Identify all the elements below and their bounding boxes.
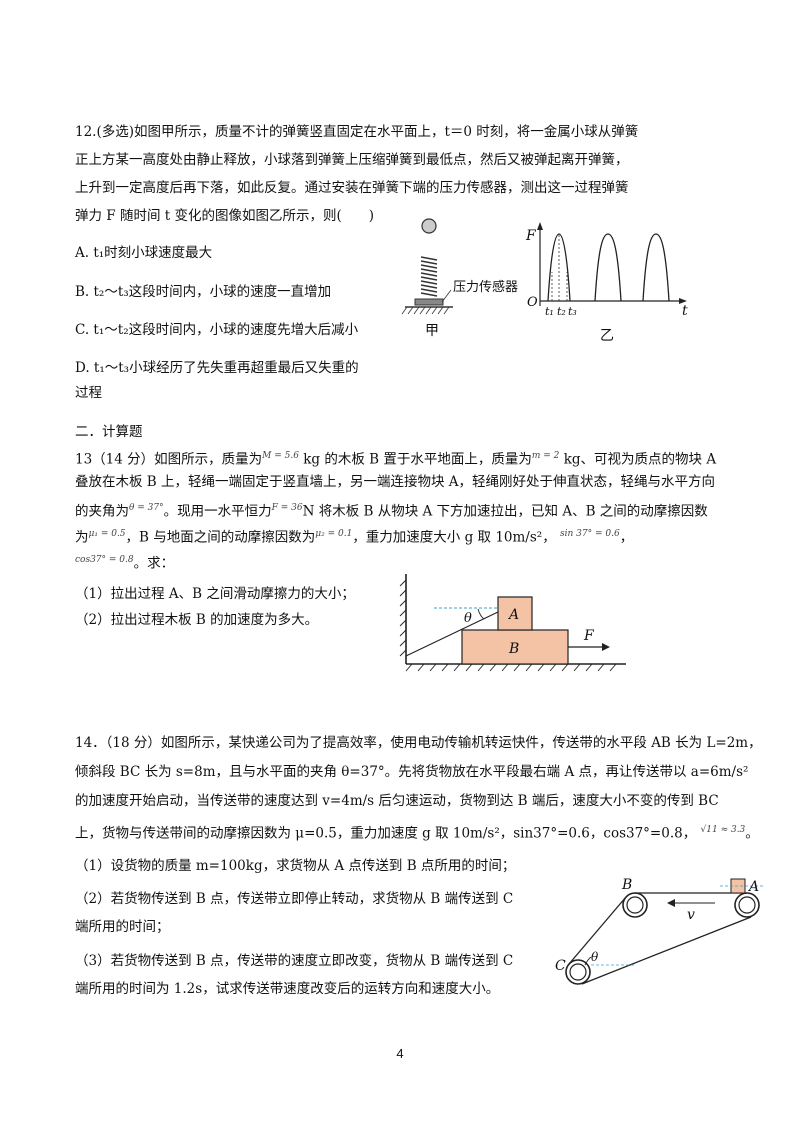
- fig-jia-caption: 甲: [425, 323, 439, 339]
- formula-mu2: μ₂ = 0.1: [315, 529, 353, 539]
- q13-text: 为: [75, 529, 89, 546]
- q13-line-5: cos37° = 0.8。求：: [75, 550, 174, 574]
- formula-m-small: m = 2: [531, 451, 560, 461]
- force-label: F: [583, 628, 595, 644]
- tick-t2: t₂: [557, 305, 566, 318]
- q13-sub-1: （1）拉出过程 A、B 之间滑动摩擦力的大小；: [75, 586, 355, 602]
- label-c: C: [555, 958, 566, 974]
- q14-sub-3b: 端所用的时间为 1.2s，试求传送带速度改变后的运转方向和速度大小。: [75, 981, 500, 997]
- label-b: B: [621, 877, 632, 893]
- q12-line-4: 弹力 F 随时间 t 变化的图像如图乙所示，则( ): [75, 208, 374, 224]
- q12-option-a: A. t₁时刻小球速度最大: [75, 245, 213, 261]
- rope: [405, 611, 499, 657]
- formula-mu1: μ₁ = 0.5: [88, 529, 126, 539]
- q13-text: N 将木板 B 从物块 A 下方加速拉出，已知 A、B 之间的动摩擦因数: [302, 503, 708, 520]
- section-title: 二．计算题: [75, 424, 143, 440]
- q13-text: 的夹角为: [75, 503, 129, 520]
- x-axis-label: t: [682, 303, 688, 319]
- board-block-figure: θ A B F: [399, 574, 626, 672]
- formula-m-big: M = 5.6: [262, 451, 299, 461]
- conveyor-figure: B A v C θ: [555, 877, 765, 985]
- belt-bottom: [581, 916, 752, 985]
- q14-line-4: 上，货物与传送带间的动摩擦因数为 μ=0.5，重力加速度 g 取 10m/s²，…: [75, 820, 759, 844]
- q13-line-4: 为μ₁ = 0.5，B 与地面之间的动摩擦因数为μ₂ = 0.1，重力加速度大小…: [75, 524, 633, 548]
- page-number: 4: [396, 1046, 404, 1061]
- q14-text: 。: [745, 825, 759, 842]
- label-a: A: [507, 607, 519, 623]
- q13-text: kg 的木板 B 置于水平地面上，质量为: [303, 451, 532, 468]
- q14-sub-3a: （3）若货物传送到 B 点，传送带的速度立即改变，货物从 B 端传送到 C: [75, 953, 514, 969]
- q13-text: ，B 与地面之间的动摩擦因数为: [125, 529, 316, 546]
- force-time-graph: F t O t₁ t₂ t₃ 乙: [525, 222, 688, 344]
- label-v: v: [687, 907, 695, 923]
- origin-label: O: [527, 295, 538, 310]
- q14-sub-1: （1）设货物的质量 m=100kg，求货物从 A 点传送到 B 点所用的时间；: [75, 858, 516, 874]
- q14-sub-2a: （2）若货物传送到 B 点，传送带立即停止转动，求货物从 B 端传送到 C: [75, 891, 514, 907]
- tick-t3: t₃: [568, 305, 577, 318]
- spring-figure: 压力传感器 甲: [401, 218, 518, 339]
- formula-sin: sin 37° = 0.6: [560, 529, 620, 539]
- formula-sqrt: √11 ≈ 3.3: [700, 825, 746, 835]
- label-theta: θ: [591, 950, 599, 964]
- q13-text: ，: [619, 529, 634, 546]
- formula-theta: θ = 37°: [129, 503, 164, 513]
- block-a: [497, 596, 533, 631]
- angle-label: θ: [464, 611, 472, 626]
- q12-line-2: 正上方某一高度处由静止释放，小球落到弹簧上压缩弹簧到最低点，然后又被弹起离开弹簧…: [75, 152, 629, 168]
- q14-sub-2b: 端所用的时间；: [75, 919, 170, 935]
- q12-option-d: D. t₁～t₃小球经历了先失重再超重最后又失重的: [75, 360, 359, 376]
- q14-text: 上，货物与传送带间的动摩擦因数为 μ=0.5，重力加速度 g 取 10m/s²，…: [75, 825, 697, 842]
- q12-option-b: B. t₂～t₃这段时间内，小球的速度一直增加: [75, 284, 332, 300]
- q13-text: ，重力加速度大小 g 取 10m/s²，: [352, 529, 556, 546]
- tick-t1: t₁: [545, 305, 554, 318]
- q12-line-1: 12.(多选)如图甲所示，质量不计的弹簧竖直固定在水平面上，t＝0 时刻，将一金…: [75, 124, 639, 140]
- q12-option-c: C. t₁～t₂这段时间内，小球的速度先增大后减小: [75, 322, 359, 338]
- q14-line-3: 的加速度开始启动，当传送带的速度达到 v=4m/s 后匀速运动，货物到达 B 端…: [75, 793, 719, 809]
- formula-f: F = 36: [271, 503, 303, 513]
- q12-option-d-cont: 过程: [75, 385, 102, 401]
- sensor-label: 压力传感器: [453, 279, 518, 295]
- fig-yi-caption: 乙: [600, 328, 614, 344]
- belt-bc: [568, 896, 627, 965]
- ball: [421, 218, 437, 234]
- q13-text: 。现用一水平恒力: [163, 503, 272, 520]
- q13-sub-2: （2）拉出过程木板 B 的加速度为多大。: [75, 612, 319, 628]
- pressure-sensor: [414, 298, 444, 306]
- q13-line-2: 叠放在木板 B 上，轻绳一端固定于竖直墙上，另一端连接物块 A，轻绳刚好处于伸直…: [75, 474, 716, 490]
- q14-line-1: 14．（18 分）如图所示，某快递公司为了提高效率，使用电动传输机转运快件，传送…: [75, 735, 762, 751]
- formula-cos: cos37° = 0.8: [75, 555, 134, 565]
- spring: [420, 256, 438, 297]
- q13-text: kg、可视为质点的物块 A: [563, 451, 717, 468]
- q13-line-3: 的夹角为θ = 37°。现用一水平恒力F = 36N 将木板 B 从物块 A 下…: [75, 498, 708, 522]
- y-axis-label: F: [525, 228, 537, 244]
- q13-text: 。求：: [133, 555, 175, 572]
- q13-line-1: 13（14 分）如图所示，质量为M = 5.6 kg 的木板 B 置于水平地面上…: [75, 446, 716, 470]
- q13-text: 13（14 分）如图所示，质量为: [75, 451, 263, 468]
- label-a: A: [747, 879, 759, 895]
- label-b: B: [508, 641, 519, 657]
- q14-line-2: 倾斜段 BC 长为 s=8m，且与水平面的夹角 θ=37°。先将货物放在水平段最…: [75, 764, 749, 780]
- q12-line-3: 上升到一定高度后再下落，如此反复。通过安装在弹簧下端的压力传感器，测出这一过程弹…: [75, 180, 629, 196]
